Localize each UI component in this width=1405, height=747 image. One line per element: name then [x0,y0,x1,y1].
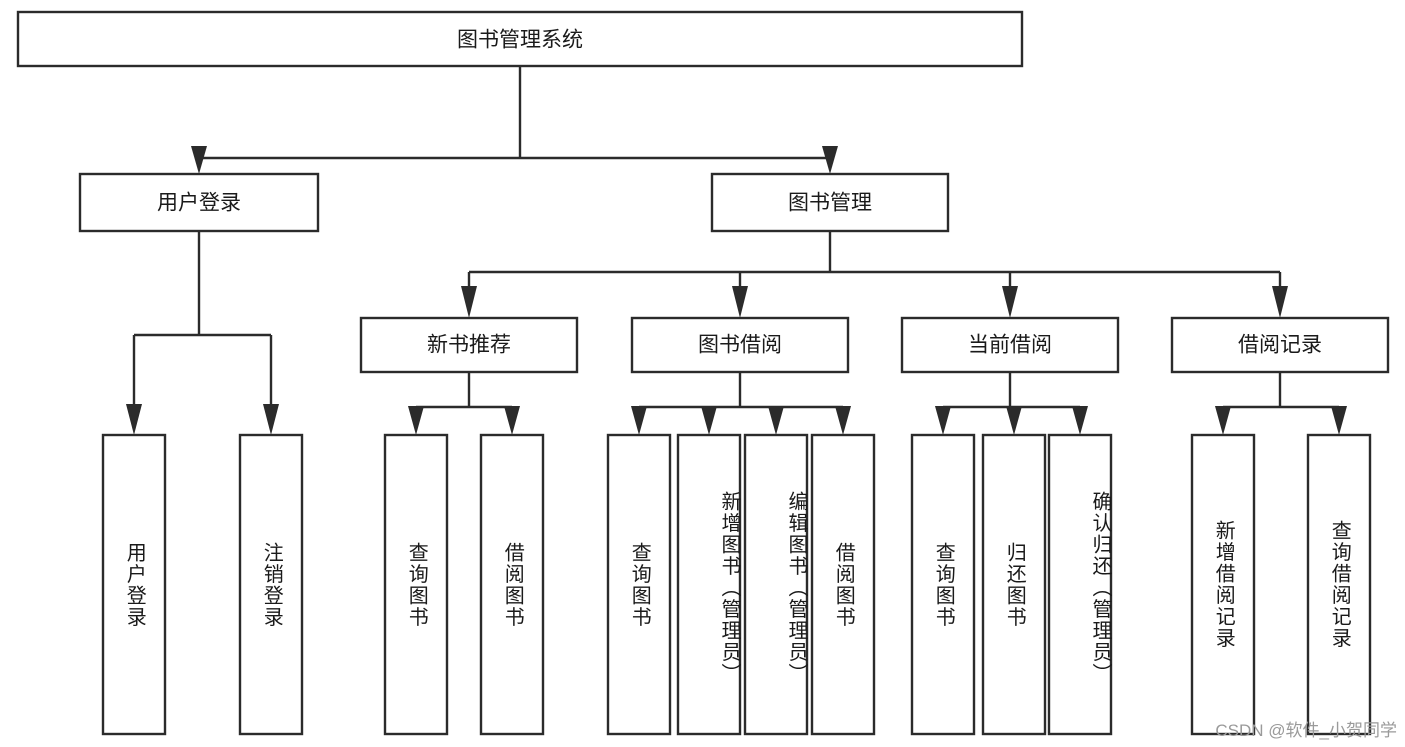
arrow-head-current-borrow [1002,286,1018,318]
arrow-head-user-login [191,146,207,174]
node-book-management-label: 图书管理 [788,192,872,215]
connector-group-new-book-recommend [408,372,520,435]
csdn-watermark: CSDN @软件_小贺同学 [1215,721,1397,740]
node-book-management[interactable]: 图书管理 [710,172,950,233]
node-borrow-record[interactable]: 借阅记录 [1170,316,1390,374]
node-leaf-query-book-borrow-box[interactable] [606,433,672,736]
node-current-borrow-box[interactable] [900,316,1120,374]
arrow-head-new-book-recommend [461,286,477,318]
connector-group-current-borrow [935,372,1088,435]
node-leaf-user-login-box[interactable] [101,433,167,736]
node-book-borrow-box[interactable] [630,316,850,374]
node-user-login[interactable]: 用户登录 [78,172,320,233]
arrow-head-leaf-add-borrow-record [1215,406,1231,435]
node-user-login-box[interactable] [78,172,320,233]
arrow-head-leaf-query-borrow-record [1331,406,1347,435]
arrow-head-leaf-add-book-admin [701,406,717,435]
node-new-book-recommend[interactable]: 新书推荐 [359,316,579,374]
arrow-head-book-management [822,146,838,174]
node-book-management-box[interactable] [710,172,950,233]
node-leaf-query-borrow-record-box[interactable] [1306,433,1372,736]
node-leaf-edit-book-admin-box[interactable] [743,433,809,736]
node-new-book-recommend-box[interactable] [359,316,579,374]
connector-group-root [191,66,838,174]
node-current-borrow[interactable]: 当前借阅 [900,316,1120,374]
arrow-head-leaf-borrow-book-recommend [504,406,520,435]
arrow-head-leaf-logout-login [263,404,279,435]
node-leaf-logout-login-box[interactable] [238,433,304,736]
arrow-head-leaf-borrow-book [835,406,851,435]
node-leaf-query-book-recommend-box[interactable] [383,433,449,736]
node-book-borrow[interactable]: 图书借阅 [630,316,850,374]
node-root-box[interactable] [16,10,1024,68]
arrow-head-leaf-user-login [126,404,142,435]
node-leaf-return-book-box[interactable] [981,433,1047,736]
arrow-head-leaf-return-book [1006,406,1022,435]
node-leaf-query-book-current-box[interactable] [910,433,976,736]
arrow-head-leaf-edit-book-admin [768,406,784,435]
connector-group-book-management [461,231,1288,318]
arrow-head-book-borrow [732,286,748,318]
connector-group-user-login [126,231,279,435]
node-root[interactable]: 图书管理系统 [16,10,1024,68]
node-user-login-label: 用户登录 [157,192,241,215]
arrow-head-leaf-query-book-recommend [408,406,424,435]
node-leaf-confirm-return-admin-box[interactable] [1047,433,1113,736]
node-root-label: 图书管理系统 [457,29,583,52]
node-borrow-record-box[interactable] [1170,316,1390,374]
connector-group-book-borrow [631,372,851,435]
node-book-borrow-label: 图书借阅 [698,334,782,357]
arrow-head-leaf-query-book-current [935,406,951,435]
node-borrow-record-label: 借阅记录 [1238,334,1322,357]
node-leaf-borrow-book-recommend-box[interactable] [479,433,545,736]
node-new-book-recommend-label: 新书推荐 [427,334,511,357]
leaf-boxes [101,433,1372,736]
arrow-head-leaf-confirm-return-admin [1072,406,1088,435]
node-leaf-borrow-book-box[interactable] [810,433,876,736]
connector-group-borrow-record [1215,372,1347,435]
node-leaf-add-book-admin-box[interactable] [676,433,742,736]
node-current-borrow-label: 当前借阅 [968,334,1052,357]
arrow-head-leaf-query-book-borrow [631,406,647,435]
node-leaf-add-borrow-record-box[interactable] [1190,433,1256,736]
arrow-head-borrow-record [1272,286,1288,318]
